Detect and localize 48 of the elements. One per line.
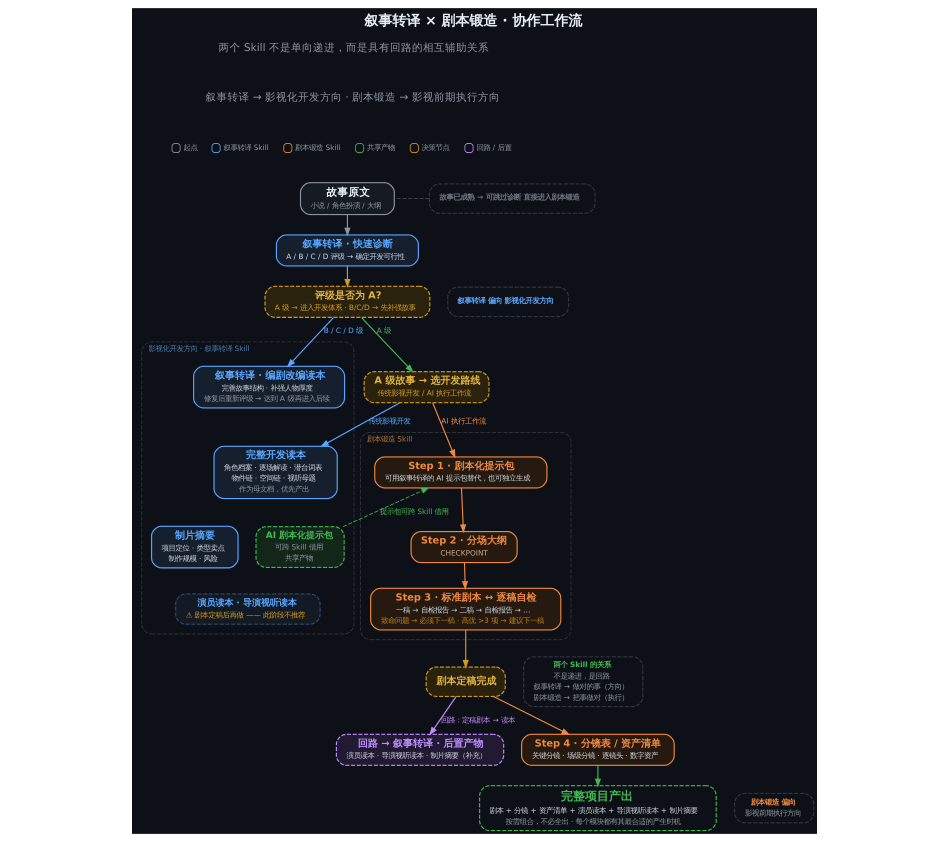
node-box: 叙事转译 偏向 影视化开发方向 bbox=[447, 286, 570, 318]
node-box: 两个 Skill 的关系 不是递进，是回路 叙事转译 → 做对的事（方向） 剧本锻造 → 把事做对（执行） bbox=[523, 656, 644, 708]
arrow bbox=[594, 766, 601, 788]
node-box: 评级是否为 A? A 级 → 进入开发体系 · B/C/D → 先补强故事 bbox=[264, 286, 430, 318]
node-box: 叙事转译 · 编剧改编读本 完善故事结构 · 补强人物厚度 修复后重新评级 → 达到 A 级再进入后续 bbox=[193, 366, 346, 409]
legend-label: 共享产物 bbox=[366, 142, 395, 152]
node-box: Step 4 · 分镜表 / 资产清单 关键分镜 · 场级分镜 · 逐镜头 · 数字资产 bbox=[521, 734, 675, 766]
node-box: 叙事转译 · 快速诊断 A / B / C / D 评级 → 确定开发可行性 bbox=[276, 234, 419, 267]
arrow bbox=[462, 562, 468, 590]
node-box: 制片摘要 项目定位 · 类型卖点 制作规模 · 风险 bbox=[151, 526, 239, 568]
node-box: 故事已成熟 → 可跳过诊断 直接进入剧本锻造 bbox=[428, 183, 596, 214]
legend-label: 起点 bbox=[183, 142, 198, 152]
label: 叙事转译 → 影视化开发方向 · 剧本锻造 → 影视前期执行方向 bbox=[205, 92, 500, 104]
arrow bbox=[462, 630, 469, 669]
node-box: 演员读本 · 导演视听读本 ⚠ 剧本定稿后再做 —— 此阶段不推荐 bbox=[175, 593, 321, 625]
arrow bbox=[493, 696, 570, 736]
node-box: 剧本锻造 偏向 影视前期执行方向 bbox=[734, 792, 814, 824]
arrow bbox=[361, 317, 414, 373]
edge-label: AI 执行工作流 bbox=[441, 416, 486, 426]
legend-label: 剧本锻造 Skill bbox=[295, 142, 341, 152]
connector bbox=[394, 198, 430, 200]
arrow bbox=[286, 317, 334, 368]
legend-label: 回路 / 后置 bbox=[476, 142, 512, 152]
arrow bbox=[432, 402, 456, 458]
node-box: Step 2 · 分场大纲 CHECKPOINT bbox=[410, 531, 518, 564]
node-box: Step 1 · 剧本化提示包 可用叙事转译的 AI 提示包替代，也可独立生成 bbox=[374, 456, 548, 488]
arrow bbox=[320, 402, 400, 447]
node-box: 完整项目产出 剧本 + 分镜 + 资产清单 + 演员读本 + 导演视听读本 + 制片摘要 按需组合，不必全出 · 每个模块都有其最合适的产生时机 bbox=[479, 785, 717, 832]
node-box: Step 3 · 标准剧本 ↔ 逐稿自检 一稿 → 自检报告 → 二稿 → 自检报告 → … 致命问题 → 必须下一稿 · 高优 >3 项 → 建议下一稿 bbox=[370, 588, 562, 630]
arrow bbox=[344, 266, 350, 288]
diagram-title: 叙事转译 × 剧本锻造 · 协作工作流 bbox=[364, 12, 583, 29]
node-box: A 级故事 → 选开发路线 传统影视开发 / AI 执行工作流 bbox=[364, 371, 490, 404]
edge-label: A 级 bbox=[376, 326, 392, 336]
legend-label: 决策节点 bbox=[422, 142, 450, 152]
arrow bbox=[460, 488, 466, 534]
node-box: 回路 → 叙事转译 · 后置产物 演员读本 · 导演视听读本 · 制片摘要（补充） bbox=[336, 734, 504, 766]
legend-label: 叙事转译 Skill bbox=[223, 142, 269, 152]
arrow bbox=[429, 696, 456, 736]
node-box: 故事原文 小说 / 角色扮演 / 大纲 bbox=[300, 182, 395, 216]
label: 两个 Skill 不是单向递进，而是具有回路的相互辅助关系 bbox=[218, 42, 489, 54]
node-box: AI 剧本化提示包 可跨 Skill 借用 共享产物 bbox=[255, 526, 345, 568]
edge-label: 提示包可跨 Skill 借用 bbox=[380, 507, 449, 516]
node-box: 完整开发读本 角色档案 · 逐场解读 · 潜台词表 物件链 · 空间链 · 视听母题 作为母文档，优先产出 bbox=[213, 446, 338, 500]
arrow bbox=[342, 487, 430, 528]
edge-label: B / C / D 级 bbox=[324, 326, 364, 336]
edge-label: 传统影视开发 bbox=[368, 416, 411, 426]
arrow bbox=[344, 214, 350, 236]
node-box: 剧本定稿完成 bbox=[426, 666, 506, 697]
